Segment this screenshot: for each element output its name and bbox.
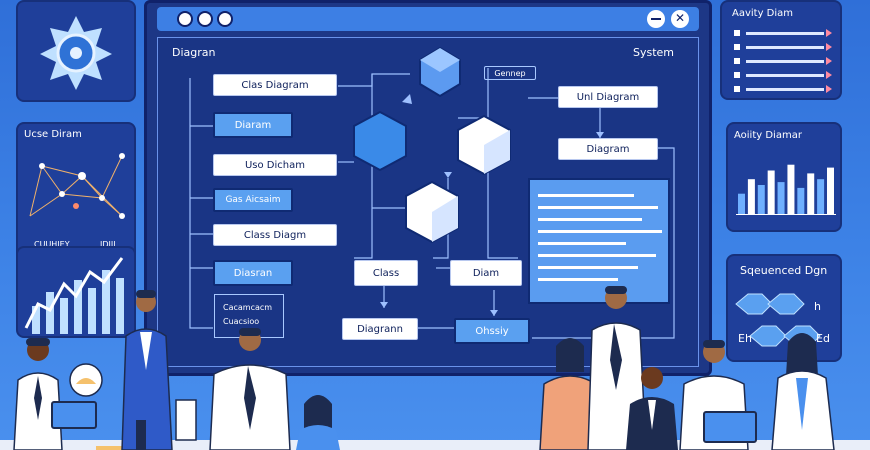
stacked-line-2: Cuacsioo [223,317,260,326]
chart-baseline [736,214,836,215]
lamp-icon [69,363,103,397]
person-center [209,328,291,450]
chart-bar [807,173,815,214]
canvas-label-left: Diagran [172,46,216,59]
text-lines [538,194,662,281]
main-window: ✕ Diagran System [144,0,712,376]
person-woman-orange [539,338,603,450]
cube-right[interactable] [457,114,511,176]
panel-title: Sqeuenced Dgn [740,264,828,277]
minimize-button[interactable] [647,10,665,28]
cube-top[interactable] [419,46,461,98]
connector-lines [189,46,675,339]
node-diagram-2[interactable]: Diasran [213,260,293,286]
panel-title: Aoiity Diamar [734,130,802,141]
panel-title: Ucse Diram [24,129,82,140]
person-suit-dark [626,367,678,450]
chart-bar [797,187,805,214]
right-sequence-panel: Sqeuenced Dgn h Eh Ed [726,254,842,362]
network-graph [29,153,125,219]
gear-icon[interactable] [18,2,134,102]
node-class-diagram-1[interactable]: Clas Diagram [213,74,337,96]
right-activity-chart-panel: Aoiity Diamar [726,122,842,232]
sequence-item-3: Ed [816,332,830,345]
chart-bar [787,164,795,214]
right-activity-panel: Aavity Diam [720,0,842,100]
chart-bar [767,170,775,214]
person-woman-small [296,395,340,450]
person-woman-coat [771,333,835,450]
close-button[interactable]: ✕ [671,10,689,28]
activity-list [734,29,832,93]
chart-bar [827,167,834,214]
sequence-item-1: h [814,300,821,313]
chart-bar [747,179,755,214]
node-diam[interactable]: Diam [450,260,522,286]
node-diagrann[interactable]: Diagrann [342,318,418,340]
cube-left[interactable] [353,110,407,172]
diagram-canvas: Diagran System [157,37,699,367]
chart-bar [757,185,765,214]
node-diagram-3[interactable]: Diagram [558,138,658,160]
left-top-panel [16,0,136,102]
node-ohssiy[interactable]: Ohssiy [454,318,530,344]
laptop-icon [703,411,757,443]
window-dot-3[interactable] [217,11,233,27]
person-left [13,338,97,450]
people-illustration [0,286,870,450]
window-dot-2[interactable] [197,11,213,27]
canvas-label-right: System [633,46,675,59]
chart-bar [738,193,745,214]
node-class[interactable]: Class [354,260,418,286]
node-diagram-1[interactable]: Diaram [213,112,293,138]
text-block-panel[interactable] [528,178,670,304]
stacked-line-1: Cacamcacm [223,303,273,312]
bar-label-1: CUUHIEY [34,240,70,249]
node-gas-aicsaim[interactable]: Gas Aicsaim [213,188,293,212]
sequence-item-2: Eh [738,332,752,345]
node-use-case-diagram[interactable]: Uso Dicham [213,154,337,176]
chart-bar [777,182,785,214]
person-suit [121,290,173,450]
laptop-icon [51,401,97,429]
close-icon: ✕ [675,11,686,25]
cube-center[interactable] [405,180,459,244]
node-class-diagram-2[interactable]: Class Diagm [213,224,337,246]
person-right-laptop [679,340,757,450]
left-area-chart-panel [16,246,136,338]
window-dot-1[interactable] [177,11,193,27]
panel-title: Aavity Diam [732,8,794,19]
bar-chart [736,164,836,215]
bar-label-2: IDIIL [100,240,118,249]
chart-bar [817,179,825,214]
area-chart [24,257,124,334]
tag-gennep[interactable]: Gennep [484,66,536,80]
left-use-case-panel: Ucse Diram CUUHIEY IDIIL [16,122,136,262]
title-bar: ✕ [157,7,699,31]
node-uml-diagram[interactable]: Unl Diagram [558,86,658,108]
